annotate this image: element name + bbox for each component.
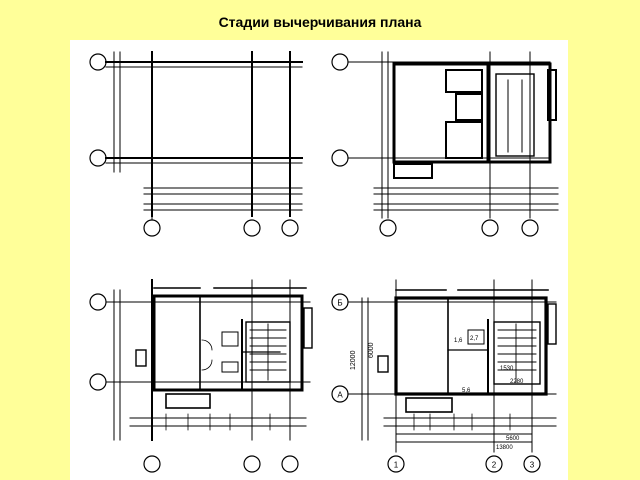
axis-label-a: А	[337, 391, 343, 400]
dim-13800: 13800	[496, 445, 513, 451]
axis-label-3: 3	[530, 461, 535, 470]
dim-5600: 5600	[506, 436, 520, 442]
axis-label-1: 1	[394, 461, 399, 470]
room-area-27: 2,7	[470, 336, 479, 342]
axis-label-b: Б	[337, 299, 342, 308]
dim-6000: 6000	[368, 342, 375, 358]
plan-drawing-stages: Б А 1 2 3 12000 6000 1530 2280 5600 1380…	[89, 51, 559, 473]
stage-3-details	[89, 279, 313, 473]
dim-1530: 1530	[500, 366, 514, 372]
room-area-56: 5,6	[462, 388, 471, 394]
dim-12000: 12000	[350, 350, 357, 370]
dim-2280: 2280	[510, 379, 524, 385]
axis-label-2: 2	[492, 461, 497, 470]
drawing-panel: Б А 1 2 3 12000 6000 1530 2280 5600 1380…	[70, 40, 568, 480]
stage-2-walls	[331, 51, 559, 237]
stage-1-axes	[89, 51, 303, 237]
room-area-16: 1,6	[454, 338, 463, 344]
slide-title: Стадии вычерчивания плана	[218, 14, 422, 30]
stage-4-final-plan	[331, 279, 557, 473]
